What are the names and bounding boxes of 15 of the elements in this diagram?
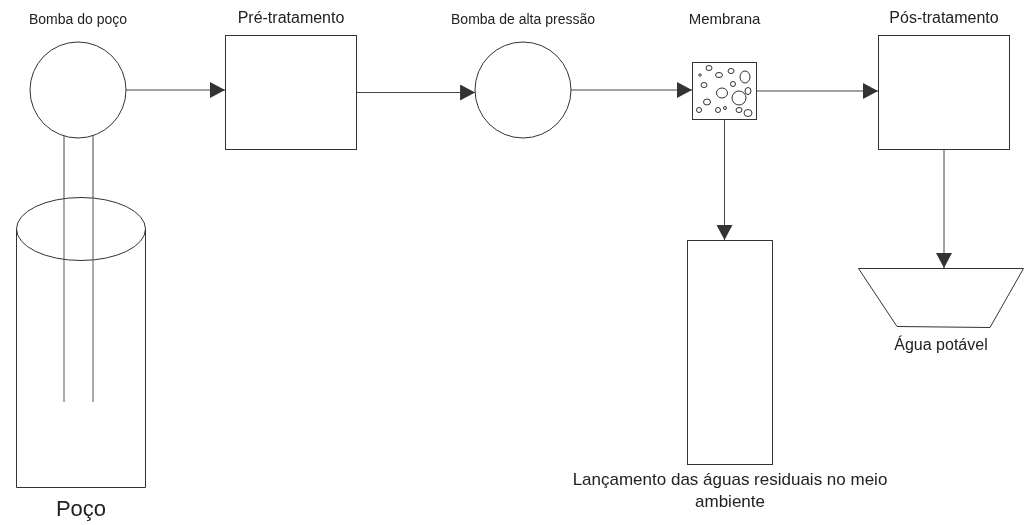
node-label: Membrana	[688, 10, 761, 28]
node-label: Lançamento das águas residuais no meio ambiente	[571, 469, 889, 513]
arrow	[936, 149, 952, 269]
node-label: Água potável	[894, 336, 988, 354]
arrow	[125, 82, 226, 98]
arrow	[756, 83, 879, 99]
pipe-connector	[63, 135, 94, 199]
arrow	[716, 119, 733, 241]
arrow	[570, 82, 693, 98]
node-label: Bomba de alta pressão	[451, 10, 595, 28]
node-label: Poço	[55, 496, 107, 522]
node-label: Pós-tratamento	[889, 9, 999, 27]
node-label: Pré-tratamento	[237, 9, 345, 27]
node-label: Bomba do poço	[28, 10, 128, 28]
arrow	[356, 84, 476, 101]
